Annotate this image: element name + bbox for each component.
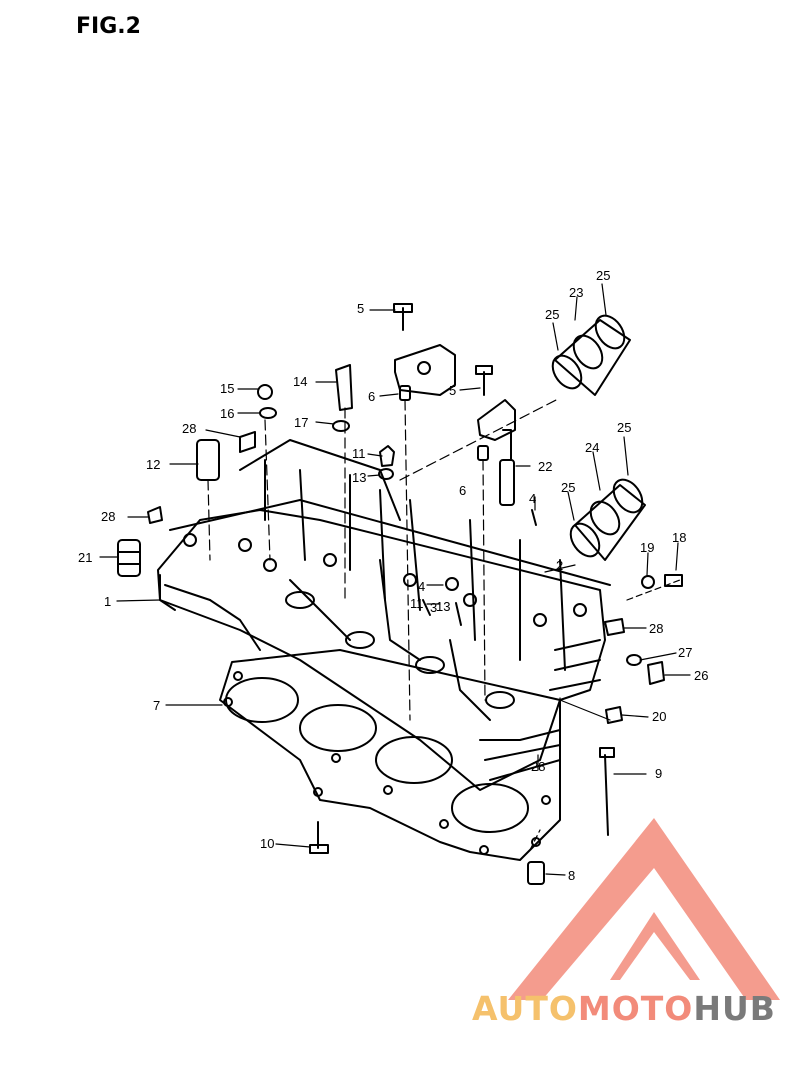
figure-title: FIG.2	[76, 14, 141, 39]
callout-17: 17	[294, 415, 308, 430]
callout-25: 25	[545, 307, 559, 322]
cam-cap-drawing	[394, 344, 516, 441]
watermark-text: AUTOMOTOHUB	[472, 989, 776, 1028]
callout-11: 11	[352, 446, 366, 461]
callout-13: 13	[352, 470, 366, 485]
watermark-auto: AUTO	[472, 989, 578, 1028]
callout-8: 8	[568, 868, 575, 883]
callout-28: 28	[182, 421, 196, 436]
callout-18: 18	[672, 530, 686, 545]
callout-3: 3	[430, 600, 437, 615]
callout-2: 2	[556, 558, 563, 573]
spark-plug-drawing	[499, 429, 515, 506]
callout-14: 14	[293, 374, 307, 389]
callout-20: 20	[652, 709, 666, 724]
intake-pipe-drawing	[551, 314, 646, 561]
callout-26: 26	[694, 668, 708, 683]
callout-28: 28	[101, 509, 115, 524]
cylinder-head-drawing	[157, 439, 611, 791]
callout-12: 12	[146, 457, 160, 472]
callout-5: 5	[449, 383, 456, 398]
callout-10: 10	[260, 836, 274, 851]
callout-5: 5	[357, 301, 364, 316]
watermark-hub: HUB	[693, 989, 776, 1028]
callout-9: 9	[655, 766, 662, 781]
callout-labels: 1 2 3 4 4 5 5 6 6 7 8 9 10 11 11 12 13 1…	[78, 268, 708, 883]
callout-16: 16	[220, 406, 234, 421]
watermark-logo	[508, 818, 780, 1000]
callout-4: 4	[529, 491, 536, 506]
callout-4: 4	[418, 579, 425, 594]
callout-11: 11	[410, 596, 424, 611]
callout-6: 6	[368, 389, 375, 404]
callout-6: 6	[459, 483, 466, 498]
callout-15: 15	[220, 381, 234, 396]
watermark-moto: MOTO	[578, 989, 693, 1028]
callout-19: 19	[640, 540, 654, 555]
callout-13: 13	[436, 599, 450, 614]
callout-7: 7	[153, 698, 160, 713]
callout-28: 28	[531, 759, 545, 774]
small-parts-drawing	[117, 303, 683, 885]
leader-lines	[99, 283, 691, 876]
triangle-logo-icon	[508, 818, 780, 1000]
callout-28: 28	[649, 621, 663, 636]
callout-25: 25	[561, 480, 575, 495]
callout-22: 22	[538, 459, 552, 474]
callout-25: 25	[617, 420, 631, 435]
callout-1: 1	[104, 594, 111, 609]
callout-25: 25	[596, 268, 610, 283]
callout-23: 23	[569, 285, 583, 300]
callout-21: 21	[78, 550, 92, 565]
callout-24: 24	[585, 440, 599, 455]
drawing-art	[99, 283, 691, 885]
callout-27: 27	[678, 645, 692, 660]
